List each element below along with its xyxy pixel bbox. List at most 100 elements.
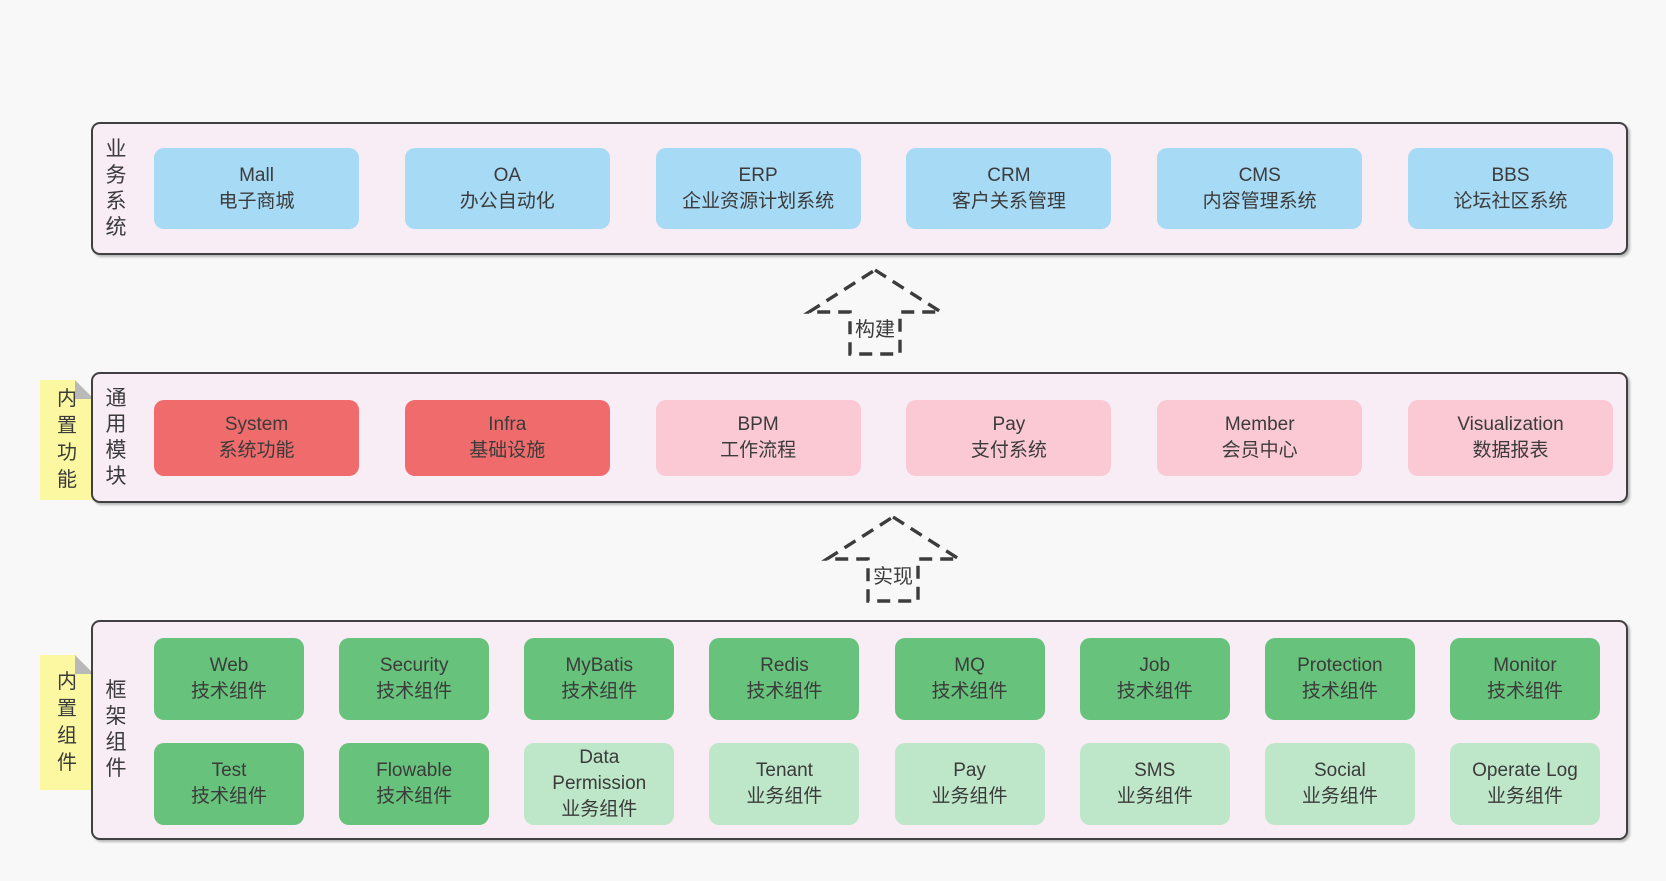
box-subtitle: 技术组件 (746, 681, 823, 702)
box-social: Social 业务组件 (1264, 743, 1415, 825)
box-oa: OA 办公自动化 (404, 148, 610, 229)
build-arrow: 构建 (803, 267, 947, 356)
dashed-up-arrow-icon (821, 514, 965, 603)
box-subtitle: 业务组件 (1301, 786, 1378, 807)
box-subtitle: 数据报表 (1472, 439, 1549, 461)
box-title: Pay (953, 760, 986, 781)
box-monitor: Monitor 技术组件 (1449, 638, 1600, 720)
box-title: Tenant (755, 760, 813, 781)
box-title: CMS (1238, 164, 1281, 186)
box-job: Job 技术组件 (1079, 638, 1230, 720)
arrow-label: 实现 (873, 566, 913, 588)
box-subtitle: 技术组件 (1116, 681, 1193, 702)
box-subtitle: 论坛社区系统 (1453, 190, 1568, 212)
box-title: Mall (239, 164, 274, 186)
box-title: BBS (1491, 164, 1530, 186)
box-flowable: Flowable 技术组件 (339, 743, 490, 825)
box-title: BPM (737, 413, 779, 435)
box-title: Data Permission (552, 747, 647, 794)
box-cms: CMS 内容管理系统 (1157, 148, 1363, 229)
box-subtitle: 企业资源计划系统 (682, 190, 835, 212)
framework-boxes-grid: Web 技术组件 Security 技术组件 MyBatis 技术组件 Redi… (129, 622, 1626, 838)
box-subtitle: 技术组件 (376, 786, 453, 807)
box-title: Visualization (1457, 413, 1564, 435)
box-subtitle: 技术组件 (1301, 681, 1378, 702)
box-subtitle: 技术组件 (376, 681, 453, 702)
box-title: Security (379, 655, 449, 676)
box-subtitle: 办公自动化 (459, 190, 555, 212)
panel-label-framework: 框架组件 (105, 679, 127, 780)
box-mall: Mall 电子商城 (154, 148, 359, 229)
sticky-note-builtin-features: 内置功能 (40, 380, 94, 500)
box-subtitle: 业务组件 (1116, 786, 1193, 807)
box-title: Protection (1297, 655, 1383, 676)
box-subtitle: 电子商城 (218, 190, 295, 212)
box-subtitle: 系统功能 (218, 439, 295, 461)
box-redis: Redis 技术组件 (709, 638, 860, 720)
box-sms: SMS 业务组件 (1079, 743, 1230, 825)
box-subtitle: 会员中心 (1221, 439, 1298, 461)
box-protection: Protection 技术组件 (1264, 638, 1415, 720)
box-subtitle: 业务组件 (931, 786, 1008, 807)
box-tenant: Tenant 业务组件 (709, 743, 860, 825)
box-title: Operate Log (1472, 760, 1578, 781)
box-title: System (224, 413, 289, 435)
box-subtitle: 支付系统 (970, 439, 1047, 461)
box-pay-biz: Pay 业务组件 (894, 743, 1045, 825)
box-subtitle: 技术组件 (561, 681, 638, 702)
box-test: Test 技术组件 (154, 743, 304, 825)
box-title: Job (1139, 655, 1171, 676)
box-crm: CRM 客户关系管理 (906, 148, 1112, 229)
box-subtitle: 技术组件 (1486, 681, 1563, 702)
dashed-up-arrow-icon (803, 267, 947, 356)
box-subtitle: 技术组件 (190, 681, 267, 702)
box-mq: MQ 技术组件 (894, 638, 1045, 720)
box-subtitle: 基础设施 (469, 439, 546, 461)
box-title: Web (209, 655, 249, 676)
box-pay: Pay 支付系统 (906, 399, 1112, 476)
box-title: CRM (987, 164, 1031, 186)
box-title: OA (493, 164, 522, 186)
implement-arrow: 实现 (821, 514, 965, 603)
box-subtitle: 业务组件 (746, 786, 823, 807)
framework-row-1: Web 技术组件 Security 技术组件 MyBatis 技术组件 Redi… (154, 638, 1600, 720)
box-security: Security 技术组件 (339, 638, 490, 720)
box-web: Web 技术组件 (154, 638, 304, 720)
box-title: ERP (738, 164, 778, 186)
box-title: SMS (1134, 760, 1176, 781)
box-member: Member 会员中心 (1157, 399, 1363, 476)
arrow-label: 构建 (855, 319, 895, 341)
business-boxes-row: Mall 电子商城 OA 办公自动化 ERP 企业资源计划系统 CRM 客户关系… (129, 148, 1626, 229)
framework-row-2: Test 技术组件 Flowable 技术组件 Data Permission … (154, 743, 1600, 825)
box-system: System 系统功能 (154, 399, 359, 476)
modules-boxes-row: System 系统功能 Infra 基础设施 BPM 工作流程 Pay 支付系统… (129, 399, 1626, 476)
framework-components-panel: 框架组件 Web 技术组件 Security 技术组件 MyBatis 技术组件… (91, 620, 1628, 840)
box-title: Member (1224, 413, 1295, 435)
box-operate-log: Operate Log 业务组件 (1449, 743, 1600, 825)
box-title: Social (1313, 760, 1366, 781)
panel-label-modules: 通用模块 (105, 386, 127, 488)
sticky-note-label: 内置功能 (57, 388, 77, 491)
business-systems-panel: 业务系统 Mall 电子商城 OA 办公自动化 ERP 企业资源计划系统 CRM… (91, 122, 1628, 255)
box-title: Monitor (1493, 655, 1557, 676)
box-subtitle: 业务组件 (561, 799, 638, 820)
box-title: Infra (488, 413, 527, 435)
box-subtitle: 技术组件 (931, 681, 1008, 702)
box-subtitle: 客户关系管理 (951, 190, 1066, 212)
box-bbs: BBS 论坛社区系统 (1407, 148, 1613, 229)
box-title: Flowable (376, 760, 453, 781)
sticky-note-builtin-components: 内置组件 (40, 655, 94, 790)
box-visualization: Visualization 数据报表 (1407, 399, 1613, 476)
box-subtitle: 业务组件 (1486, 786, 1563, 807)
box-title: Pay (992, 413, 1026, 435)
box-infra: Infra 基础设施 (404, 399, 610, 476)
box-title: Test (211, 760, 247, 781)
sticky-note-label: 内置组件 (57, 670, 77, 774)
panel-label-business: 业务系统 (105, 137, 127, 239)
box-subtitle: 技术组件 (190, 786, 267, 807)
box-subtitle: 内容管理系统 (1202, 190, 1317, 212)
common-modules-panel: 通用模块 System 系统功能 Infra 基础设施 BPM 工作流程 Pay… (91, 372, 1628, 503)
box-title: Redis (760, 655, 809, 676)
box-title: MQ (954, 655, 985, 676)
